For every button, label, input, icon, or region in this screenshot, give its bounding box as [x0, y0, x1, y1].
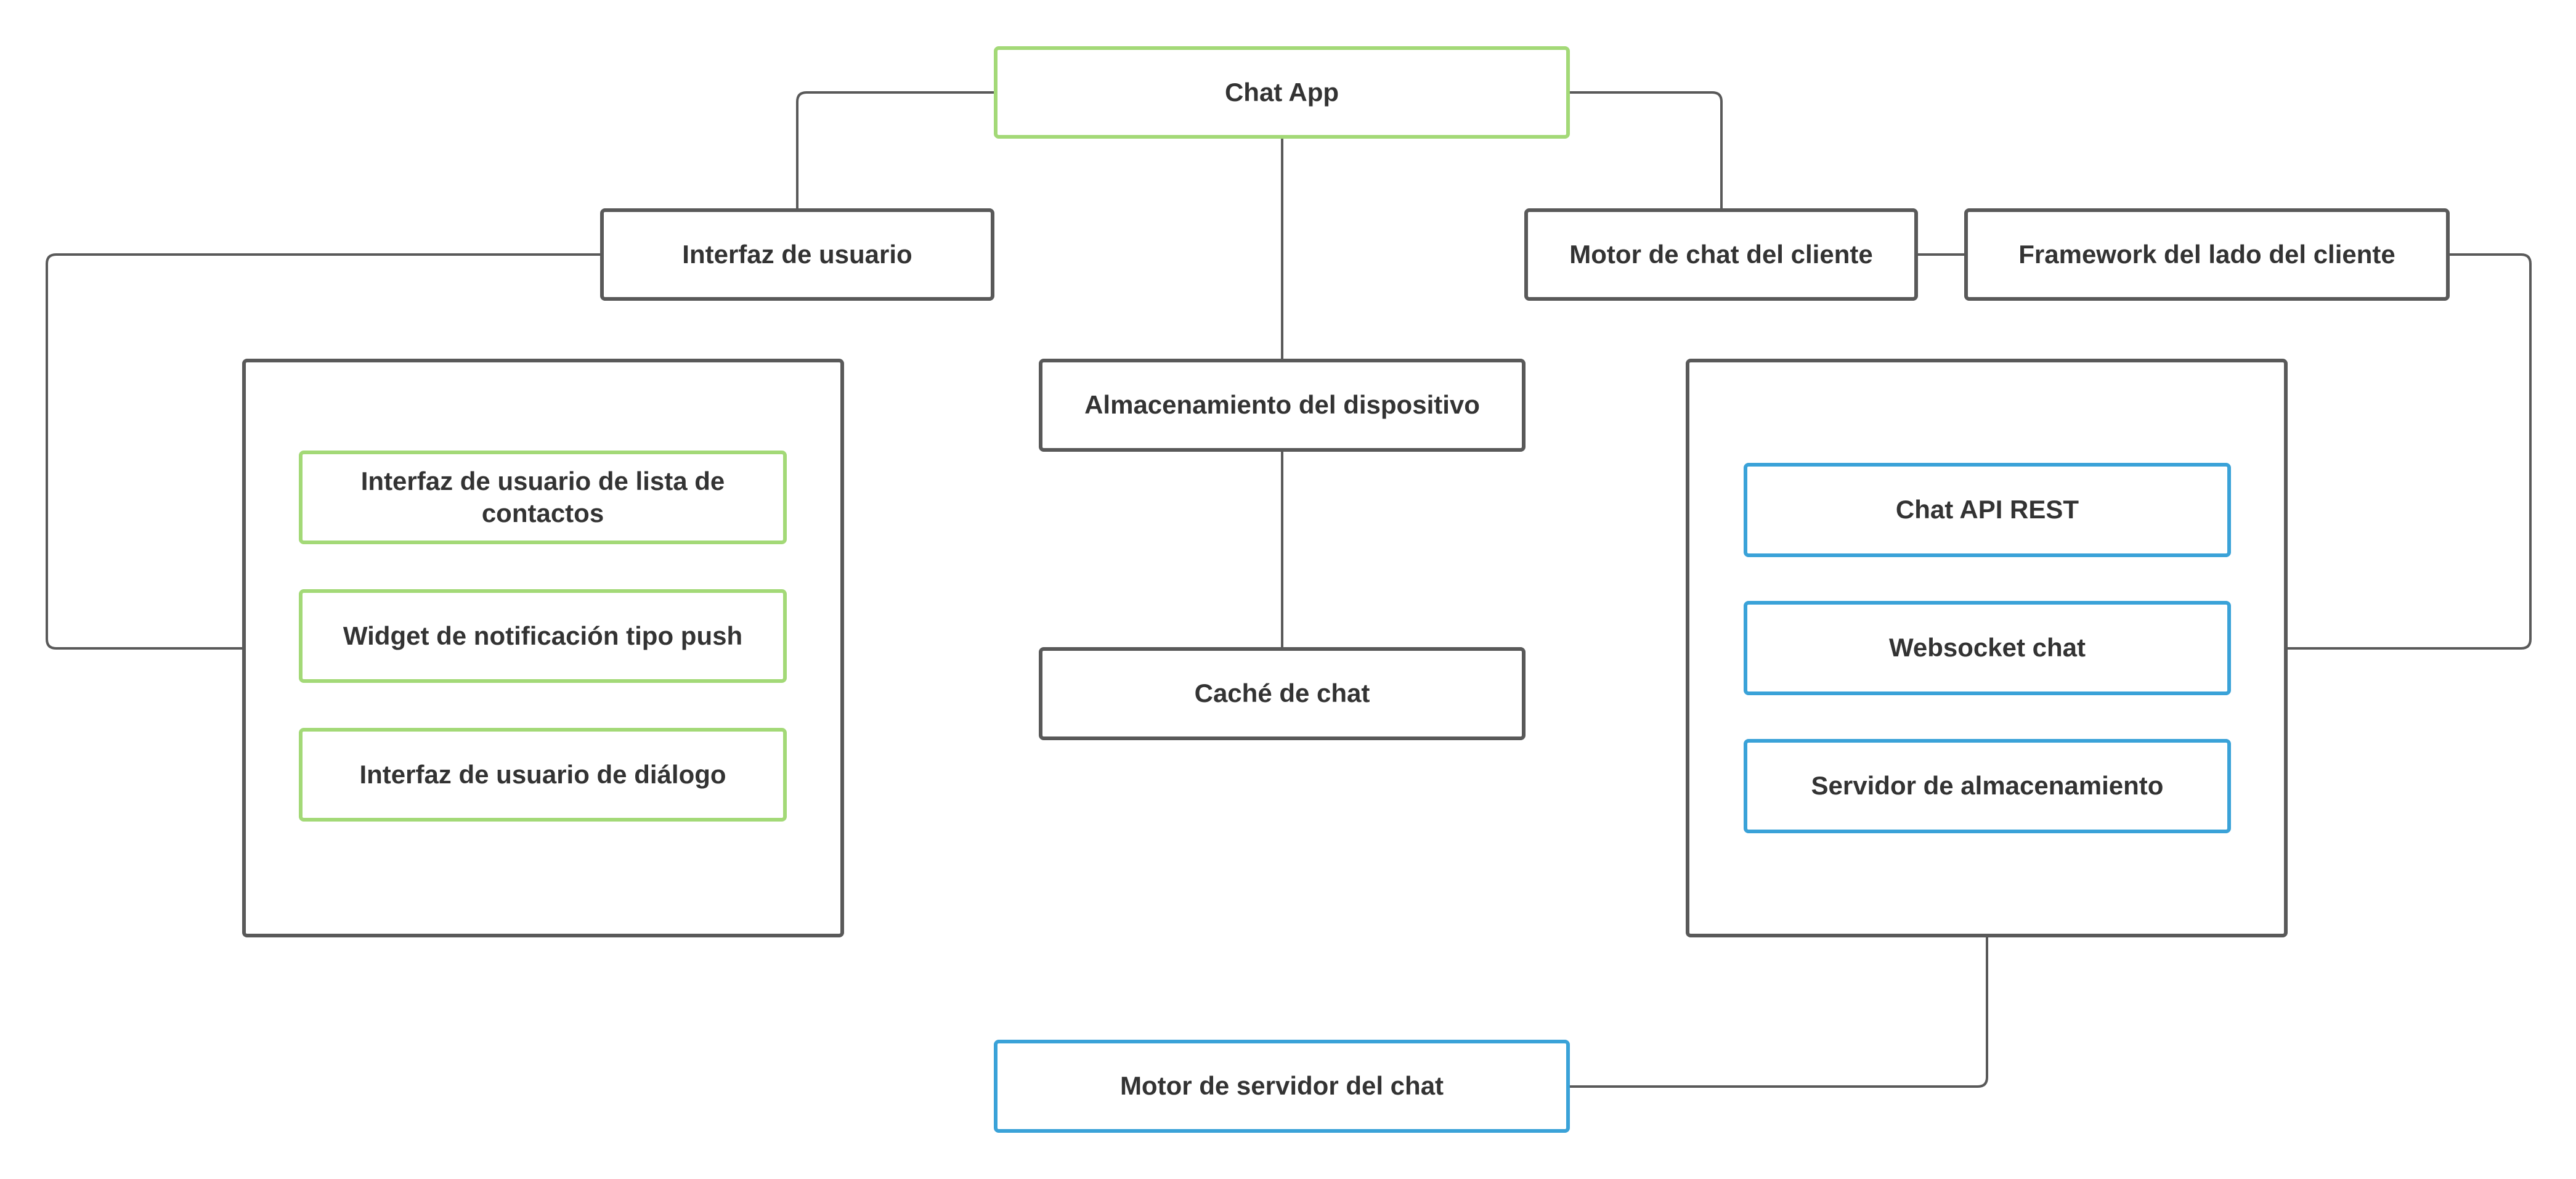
node-motor-servidor-label: Motor de servidor del chat — [1119, 1071, 1444, 1101]
node-motor-servidor[interactable]: Motor de servidor del chat — [994, 1040, 1570, 1133]
edge-chatapp-motor-cliente — [1570, 91, 1723, 208]
node-cache-chat-label: Caché de chat — [1194, 679, 1370, 708]
node-dialogo[interactable]: Interfaz de usuario de diálogo — [299, 728, 787, 822]
node-chat-api-rest[interactable]: Chat API REST — [1744, 463, 2231, 557]
node-almacenamiento-dispositivo[interactable]: Almacenamiento del dispositivo — [1039, 359, 1526, 452]
node-interfaz-usuario[interactable]: Interfaz de usuario — [600, 208, 994, 301]
node-cache-chat[interactable]: Caché de chat — [1039, 647, 1526, 740]
node-chat-app-label: Chat App — [1224, 77, 1339, 107]
node-chat-app[interactable]: Chat App — [994, 46, 1570, 139]
node-framework-cliente[interactable]: Framework del lado del cliente — [1964, 208, 2450, 301]
node-websocket-chat-label: Websocket chat — [1889, 633, 2086, 663]
edge-interfaz-container — [46, 253, 600, 650]
node-lista-contactos[interactable]: Interfaz de usuario de lista de contacto… — [299, 451, 787, 544]
node-lista-contactos-label: Interfaz de usuario de lista de contacto… — [360, 466, 725, 528]
node-widget-push[interactable]: Widget de notificación tipo push — [299, 589, 787, 683]
node-websocket-chat[interactable]: Websocket chat — [1744, 601, 2231, 695]
node-servidor-almacenamiento-label: Servidor de almacenamiento — [1811, 771, 2164, 801]
node-motor-chat-cliente-label: Motor de chat del cliente — [1569, 239, 1873, 269]
node-servidor-almacenamiento[interactable]: Servidor de almacenamiento — [1744, 739, 2231, 833]
node-chat-api-rest-label: Chat API REST — [1895, 495, 2079, 524]
edge-container-motor-servidor — [1570, 937, 1988, 1088]
node-dialogo-label: Interfaz de usuario de diálogo — [359, 759, 726, 789]
edge-chatapp-interfaz — [796, 91, 994, 208]
server-components-group[interactable] — [1686, 359, 2288, 937]
node-interfaz-usuario-label: Interfaz de usuario — [682, 239, 912, 269]
node-motor-chat-cliente[interactable]: Motor de chat del cliente — [1524, 208, 1918, 301]
node-almacenamiento-dispositivo-label: Almacenamiento del dispositivo — [1084, 390, 1480, 420]
edge-framework-container — [2288, 253, 2532, 650]
node-framework-cliente-label: Framework del lado del cliente — [2018, 239, 2395, 269]
node-widget-push-label: Widget de notificación tipo push — [343, 621, 743, 650]
ui-components-group[interactable] — [242, 359, 844, 937]
